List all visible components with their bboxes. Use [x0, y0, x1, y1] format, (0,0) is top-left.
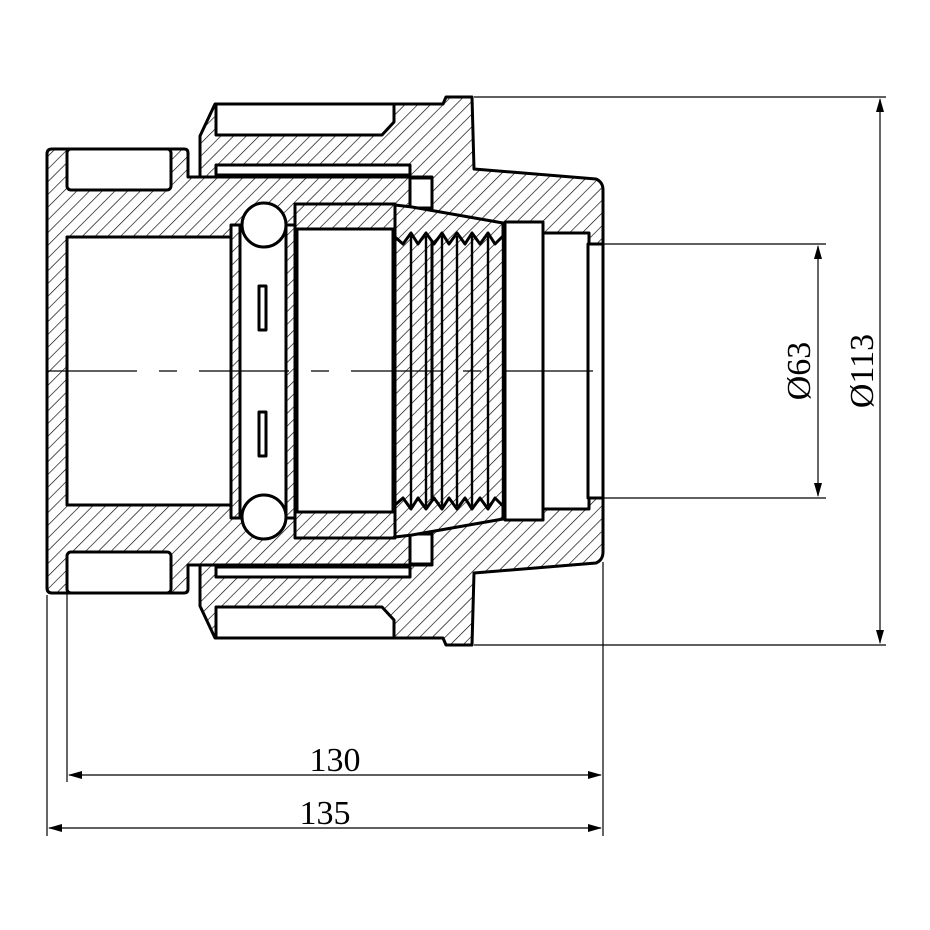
dimension-diameter-63: Ø63 [781, 342, 818, 401]
dimension-diameter-113: Ø113 [844, 334, 881, 408]
o-ring-bottom [240, 493, 288, 541]
dimension-length-135: 135 [300, 795, 351, 832]
dimension-lines [46, 96, 886, 836]
dimension-length-130: 130 [310, 742, 361, 779]
o-ring-top [240, 201, 288, 249]
